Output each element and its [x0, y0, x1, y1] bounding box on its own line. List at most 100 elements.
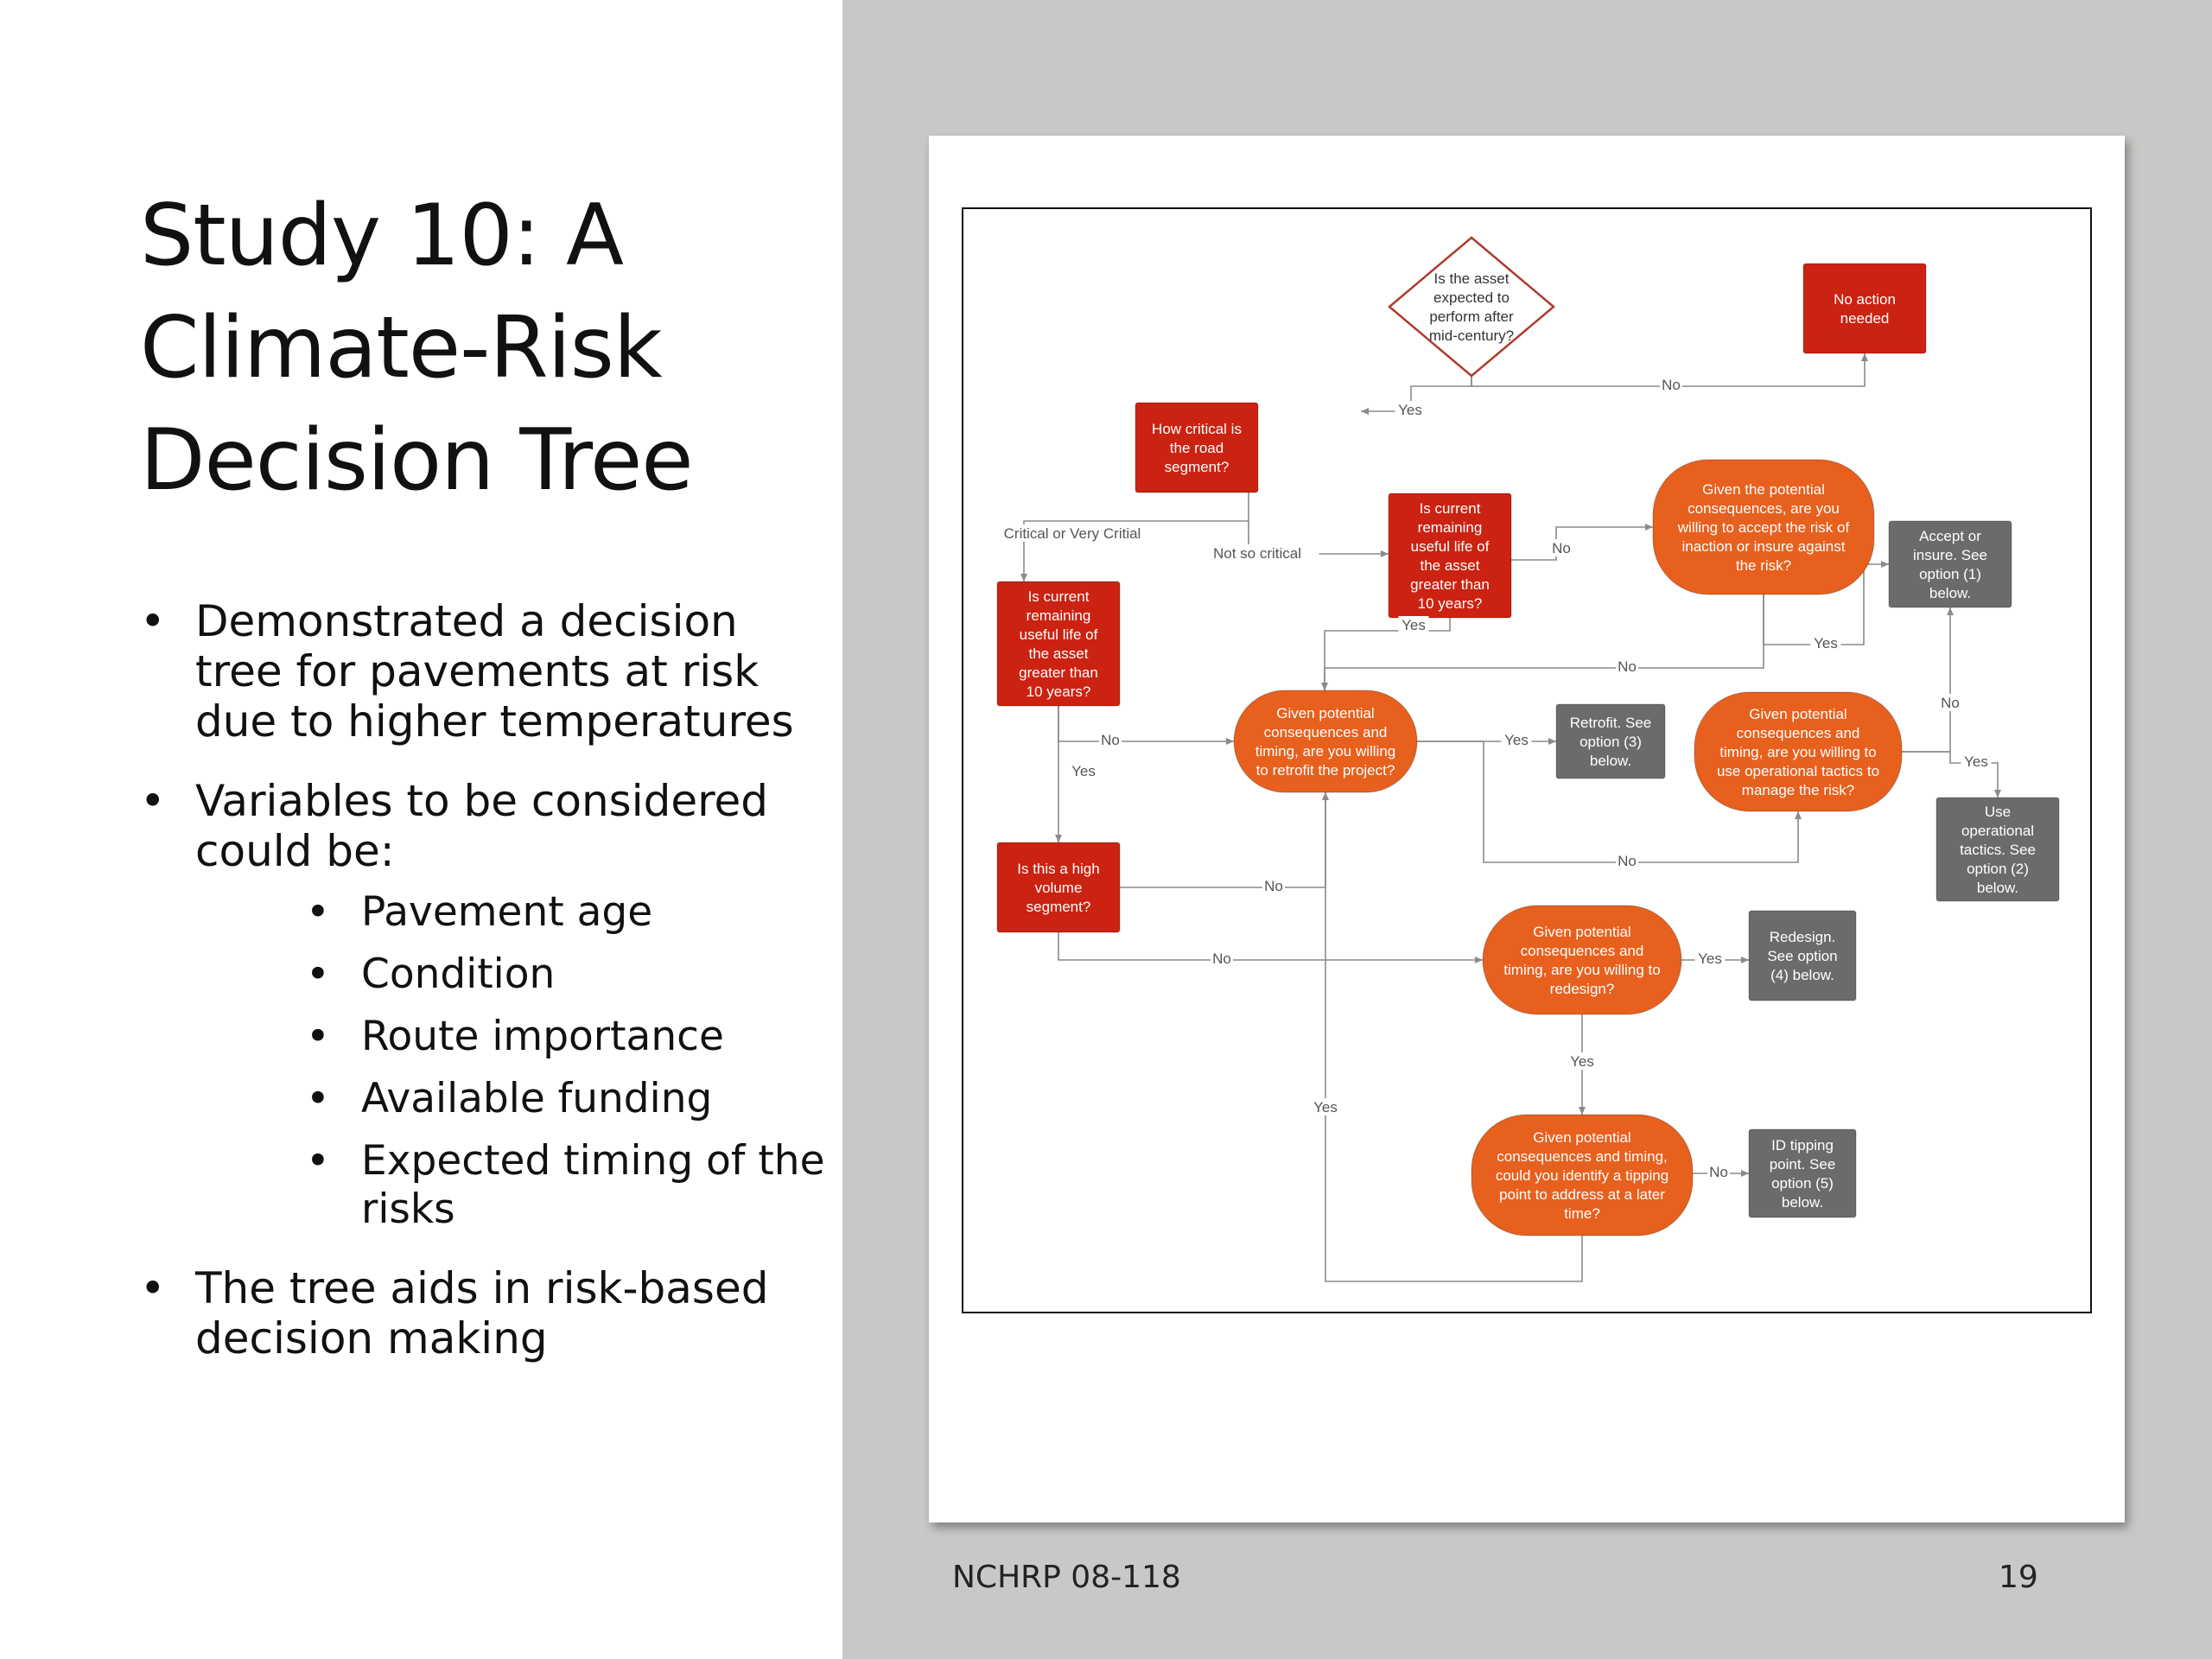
node-text-line: could you identify a tipping: [1496, 1167, 1669, 1184]
diagram-edges: [1020, 353, 2001, 1282]
node-text-line: volume: [1035, 880, 1083, 896]
edge-label-bg: [1707, 1163, 1730, 1180]
edge-label-bg: [1211, 950, 1233, 967]
node-text-line: the risk?: [1736, 557, 1791, 574]
bullet-item: Variables to be considered could be: Pav…: [140, 776, 831, 1234]
node-text-line: Is current: [1028, 588, 1090, 605]
node-text-line: mid-century?: [1429, 327, 1514, 344]
edge-label-bg: [1310, 1098, 1341, 1116]
node-shape: [1694, 691, 1903, 812]
decision-diamond: [1388, 236, 1555, 378]
edge-label: No: [1101, 732, 1120, 748]
node-text-line: Given potential: [1276, 705, 1374, 721]
node-shape: [1135, 402, 1259, 493]
node-text-line: greater than: [1410, 576, 1490, 593]
node-text-line: timing, are you willing to: [1503, 962, 1660, 978]
page-number: 19: [1999, 1560, 2038, 1595]
edge-label: Yes: [1504, 732, 1529, 748]
edge-label-bg: [1939, 694, 1961, 711]
node-text-line: willing to accept the risk of: [1677, 519, 1850, 536]
node-q_tipping: Given potential consequences and timing, c…: [1471, 1114, 1694, 1236]
node-text-line: segment?: [1027, 899, 1091, 915]
edge-label-bg: [1068, 762, 1099, 779]
node-text-line: Given potential: [1533, 924, 1630, 940]
edge-label-bg: [1694, 950, 1726, 967]
sub-bullet-item: Condition: [306, 950, 831, 999]
node-text-line: expected to: [1433, 289, 1510, 306]
edge-label-bg: [1660, 376, 1682, 393]
edge-label: Yes: [1814, 635, 1838, 652]
node-text-line: timing, are you willing to: [1719, 744, 1876, 760]
bullet-list: Demonstrated a decision tree for pavemen…: [140, 596, 831, 1393]
node-text-line: Is this a high: [1017, 861, 1099, 877]
edge-label-bg: [1195, 544, 1319, 562]
node-text-line: the asset: [1421, 557, 1480, 574]
node-text-line: tactics. See: [1960, 842, 2036, 858]
node-text-line: Is the asset: [1434, 270, 1510, 287]
node-shape: [1388, 493, 1512, 619]
edge-label: No: [1618, 658, 1637, 675]
node-shape: [996, 842, 1121, 933]
node-text-line: point to address at a later: [1499, 1186, 1665, 1203]
edge-label: No: [1618, 853, 1637, 869]
node-redesign: Redesign.See option(4) below.: [1748, 910, 1857, 1001]
edge-label-bg: [1567, 1052, 1598, 1070]
edge-label: No: [1941, 695, 1960, 711]
edge-label: No: [1264, 878, 1283, 894]
edge-label: Not so critical: [1213, 545, 1301, 562]
node-shape: [1802, 263, 1927, 354]
node-text-line: remaining: [1027, 607, 1091, 624]
node-text-line: useful life of: [1411, 538, 1490, 555]
edge-label: No: [1552, 540, 1571, 556]
node-shape: [1233, 690, 1418, 793]
sub-bullet-item: Route importance: [306, 1013, 831, 1061]
node-text-line: point. See: [1770, 1156, 1836, 1173]
node-text-line: remaining: [1418, 519, 1483, 536]
edge-label-bg: [1550, 539, 1573, 556]
node-text-line: consequences and timing,: [1497, 1148, 1668, 1165]
node-shape: [1555, 703, 1666, 779]
node-shape: [1471, 1114, 1694, 1236]
node-text-line: operational: [1961, 823, 2034, 839]
flow-connector: [1058, 932, 1483, 963]
node-shape: [996, 581, 1121, 707]
node-text-line: inaction or insure against: [1681, 538, 1845, 555]
edge-label-bg: [1616, 658, 1638, 675]
edge-label-bg: [1262, 877, 1285, 894]
node-text-line: Use: [1985, 804, 2011, 820]
node-text-line: time?: [1564, 1205, 1600, 1222]
node-text-line: option (1): [1919, 566, 1981, 582]
node-text-line: Retrofit. See: [1570, 715, 1652, 731]
node-text-line: Given potential: [1749, 706, 1847, 722]
node-text-line: timing, are you willing: [1255, 743, 1396, 760]
edge-label: Critical or Very Critial: [1004, 525, 1141, 542]
footer-source: NCHRP 08-118: [952, 1560, 1181, 1595]
flow-connector: [1321, 618, 1451, 690]
edge-label-bg: [1961, 753, 1992, 770]
node-text-line: ID tipping: [1771, 1137, 1834, 1154]
edge-label: No: [1662, 377, 1681, 393]
edge-label: No: [1709, 1164, 1728, 1180]
node-text-line: How critical is: [1152, 421, 1242, 437]
edge-label-bg: [1616, 852, 1638, 869]
sub-bullet-list: Pavement age Condition Route importance …: [195, 888, 831, 1234]
node-text-line: Redesign.: [1770, 929, 1836, 945]
edge-label-bg: [1398, 616, 1429, 633]
node-q_volume: Is this a high volume segment?: [996, 842, 1121, 933]
node-text-line: (4) below.: [1770, 967, 1834, 983]
flow-connector: [1417, 741, 1802, 863]
node-text-line: consequences and: [1737, 725, 1860, 741]
node-text-line: Given potential: [1533, 1129, 1630, 1146]
